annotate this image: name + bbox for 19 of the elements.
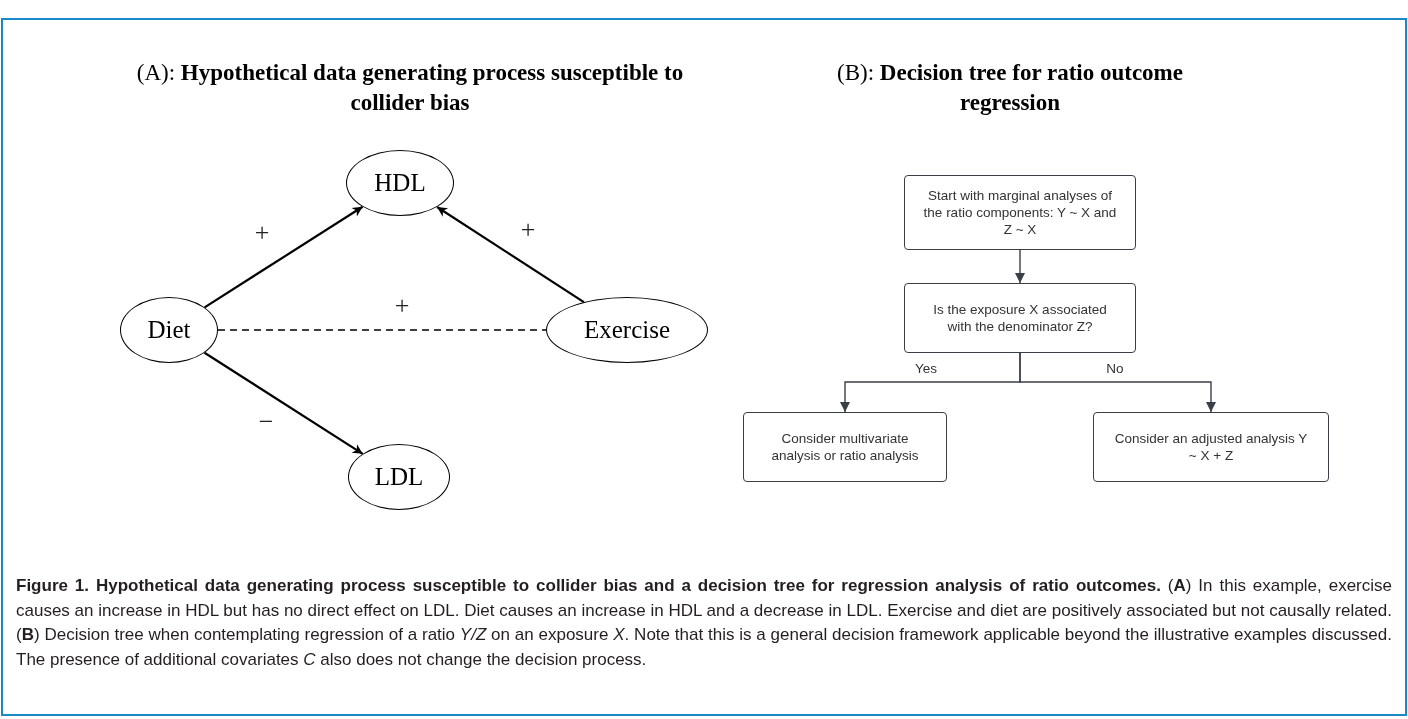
arrow (203, 351, 364, 455)
figure-caption: Figure 1. Hypothetical data generating process susceptible to collider bias and a decision tree for regression analysis of ratio outcomes. (A) In this example, exercise causes an increase in HDL but has no direct effect on LDL. Diet causes an increase in HDL and a decrease in LDL. Exercise and diet are positively associated but not causally related. (B) Decision tree when contemplating regression of a ratio Y/Z on an exposure X. Note that this is a general decision framework applicable beyond the illustrative examples discussed. The presence of additional covariates C also does not change the decision process. (16, 575, 1392, 671)
arrow (1019, 352, 1216, 413)
process-box: Consider multivariate analysis or ratio analysis (743, 412, 947, 482)
dashed-line (217, 329, 547, 331)
arrow (1015, 248, 1025, 284)
arrow (436, 206, 585, 303)
process-box: Start with marginal analyses of the ratio components: Y ~ X and Z ~ X (904, 174, 1136, 250)
variable-ellipse: HDL (346, 150, 454, 216)
arrow (204, 205, 364, 309)
variable-ellipse: Diet (120, 297, 218, 363)
process-box: Consider an adjusted analysis Y ~ X + Z (1093, 412, 1329, 482)
variable-ellipse: LDL (348, 444, 450, 510)
panel-heading: (A): Hypothetical data generating process susceptible to collider bias (135, 59, 685, 117)
process-box: Is the exposure X associated with the denominator Z? (904, 283, 1136, 353)
edge-label: No (1106, 362, 1124, 376)
variable-ellipse: Exercise (546, 297, 708, 363)
panel-heading: (B): Decision tree for ratio outcome regression (836, 59, 1184, 117)
edge-label: Yes (915, 362, 937, 376)
